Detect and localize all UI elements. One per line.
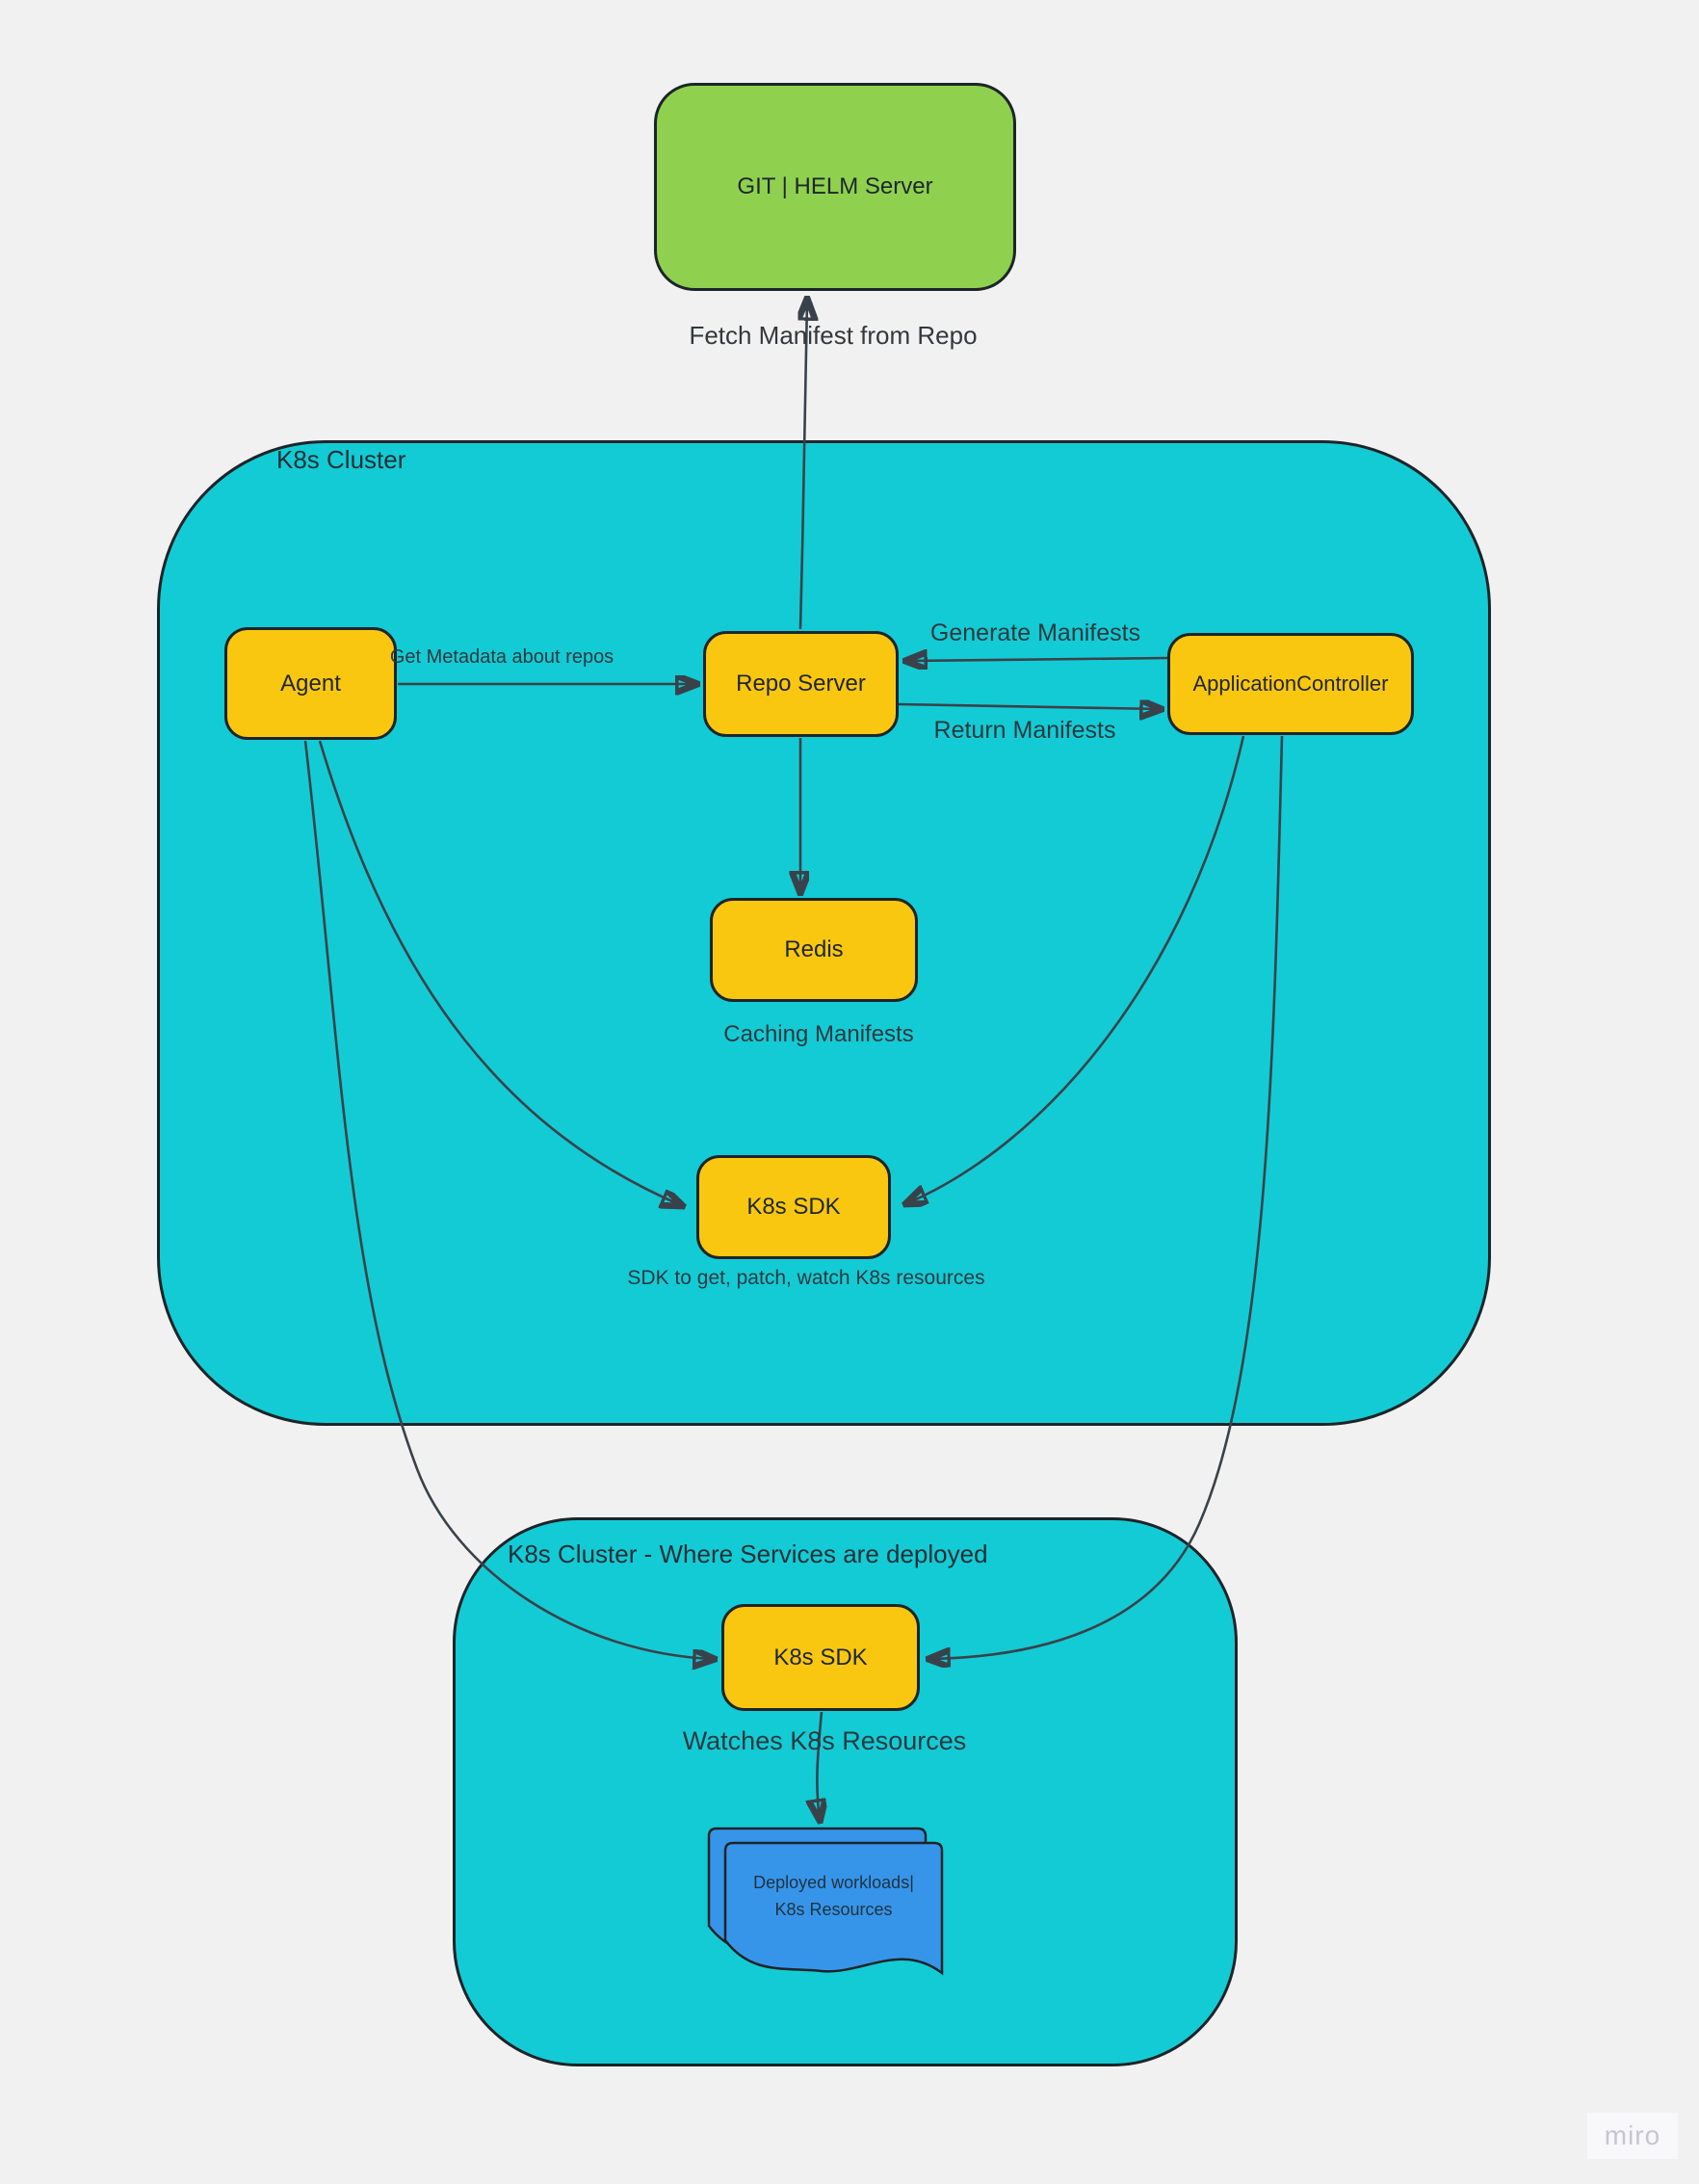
edge-label-watches-resources: Watches K8s Resources bbox=[682, 1726, 967, 1755]
node-application-controller-label: ApplicationController bbox=[1192, 671, 1389, 696]
edge-label-get-metadata: Get Metadata about repos bbox=[389, 646, 614, 668]
node-application-controller: ApplicationController bbox=[1167, 633, 1414, 735]
edge-ac-to-sdk1 bbox=[907, 735, 1245, 1203]
node-agent: Agent bbox=[224, 627, 397, 740]
node-agent-label: Agent bbox=[280, 670, 341, 697]
deployed-workloads-document-icon bbox=[707, 1827, 944, 1976]
node-repo-server: Repo Server bbox=[703, 631, 899, 737]
node-git-helm-server: GIT | HELM Server bbox=[654, 83, 1016, 291]
miro-watermark-text: miro bbox=[1604, 2120, 1661, 2150]
node-k8s-sdk-deploy: K8s SDK bbox=[721, 1604, 920, 1711]
edge-repo-to-ac-return bbox=[898, 704, 1160, 709]
edge-agent-to-sdk2 bbox=[303, 740, 713, 1659]
edge-sdk2-to-workloads bbox=[817, 1711, 822, 1819]
node-redis-label: Redis bbox=[784, 936, 844, 962]
document-front-sheet bbox=[723, 1841, 944, 1976]
edge-label-caching-manifests: Caching Manifests bbox=[723, 1021, 914, 1047]
deployed-workloads-line2: K8s Resources bbox=[774, 1900, 893, 1919]
node-repo-server-label: Repo Server bbox=[736, 671, 866, 697]
node-git-helm-server-label: GIT | HELM Server bbox=[737, 173, 933, 199]
edge-label-sdk-description: SDK to get, patch, watch K8s resources bbox=[627, 1267, 985, 1289]
edge-ac-to-sdk2 bbox=[930, 735, 1284, 1659]
deployed-workloads-label: Deployed workloads| K8s Resources bbox=[725, 1869, 942, 1923]
edge-label-return-manifests: Return Manifests bbox=[933, 717, 1116, 744]
node-k8s-sdk-deploy-label: K8s SDK bbox=[773, 1644, 868, 1671]
node-redis: Redis bbox=[710, 898, 918, 1002]
cluster-main-label: K8s Cluster bbox=[276, 445, 406, 474]
edge-ac-to-repo-generate bbox=[907, 658, 1168, 661]
node-k8s-sdk-main-label: K8s SDK bbox=[746, 1194, 841, 1220]
miro-watermark: miro bbox=[1587, 2113, 1678, 2159]
edge-repo-to-git bbox=[800, 301, 807, 630]
edge-label-generate-manifests: Generate Manifests bbox=[929, 619, 1141, 646]
edge-agent-to-sdk1 bbox=[318, 740, 681, 1205]
edge-label-fetch-manifest: Fetch Manifest from Repo bbox=[689, 321, 978, 350]
cluster-deploy-label: K8s Cluster - Where Services are deploye… bbox=[508, 1539, 988, 1568]
node-k8s-sdk-main: K8s SDK bbox=[696, 1155, 891, 1259]
deployed-workloads-line1: Deployed workloads| bbox=[753, 1873, 914, 1892]
